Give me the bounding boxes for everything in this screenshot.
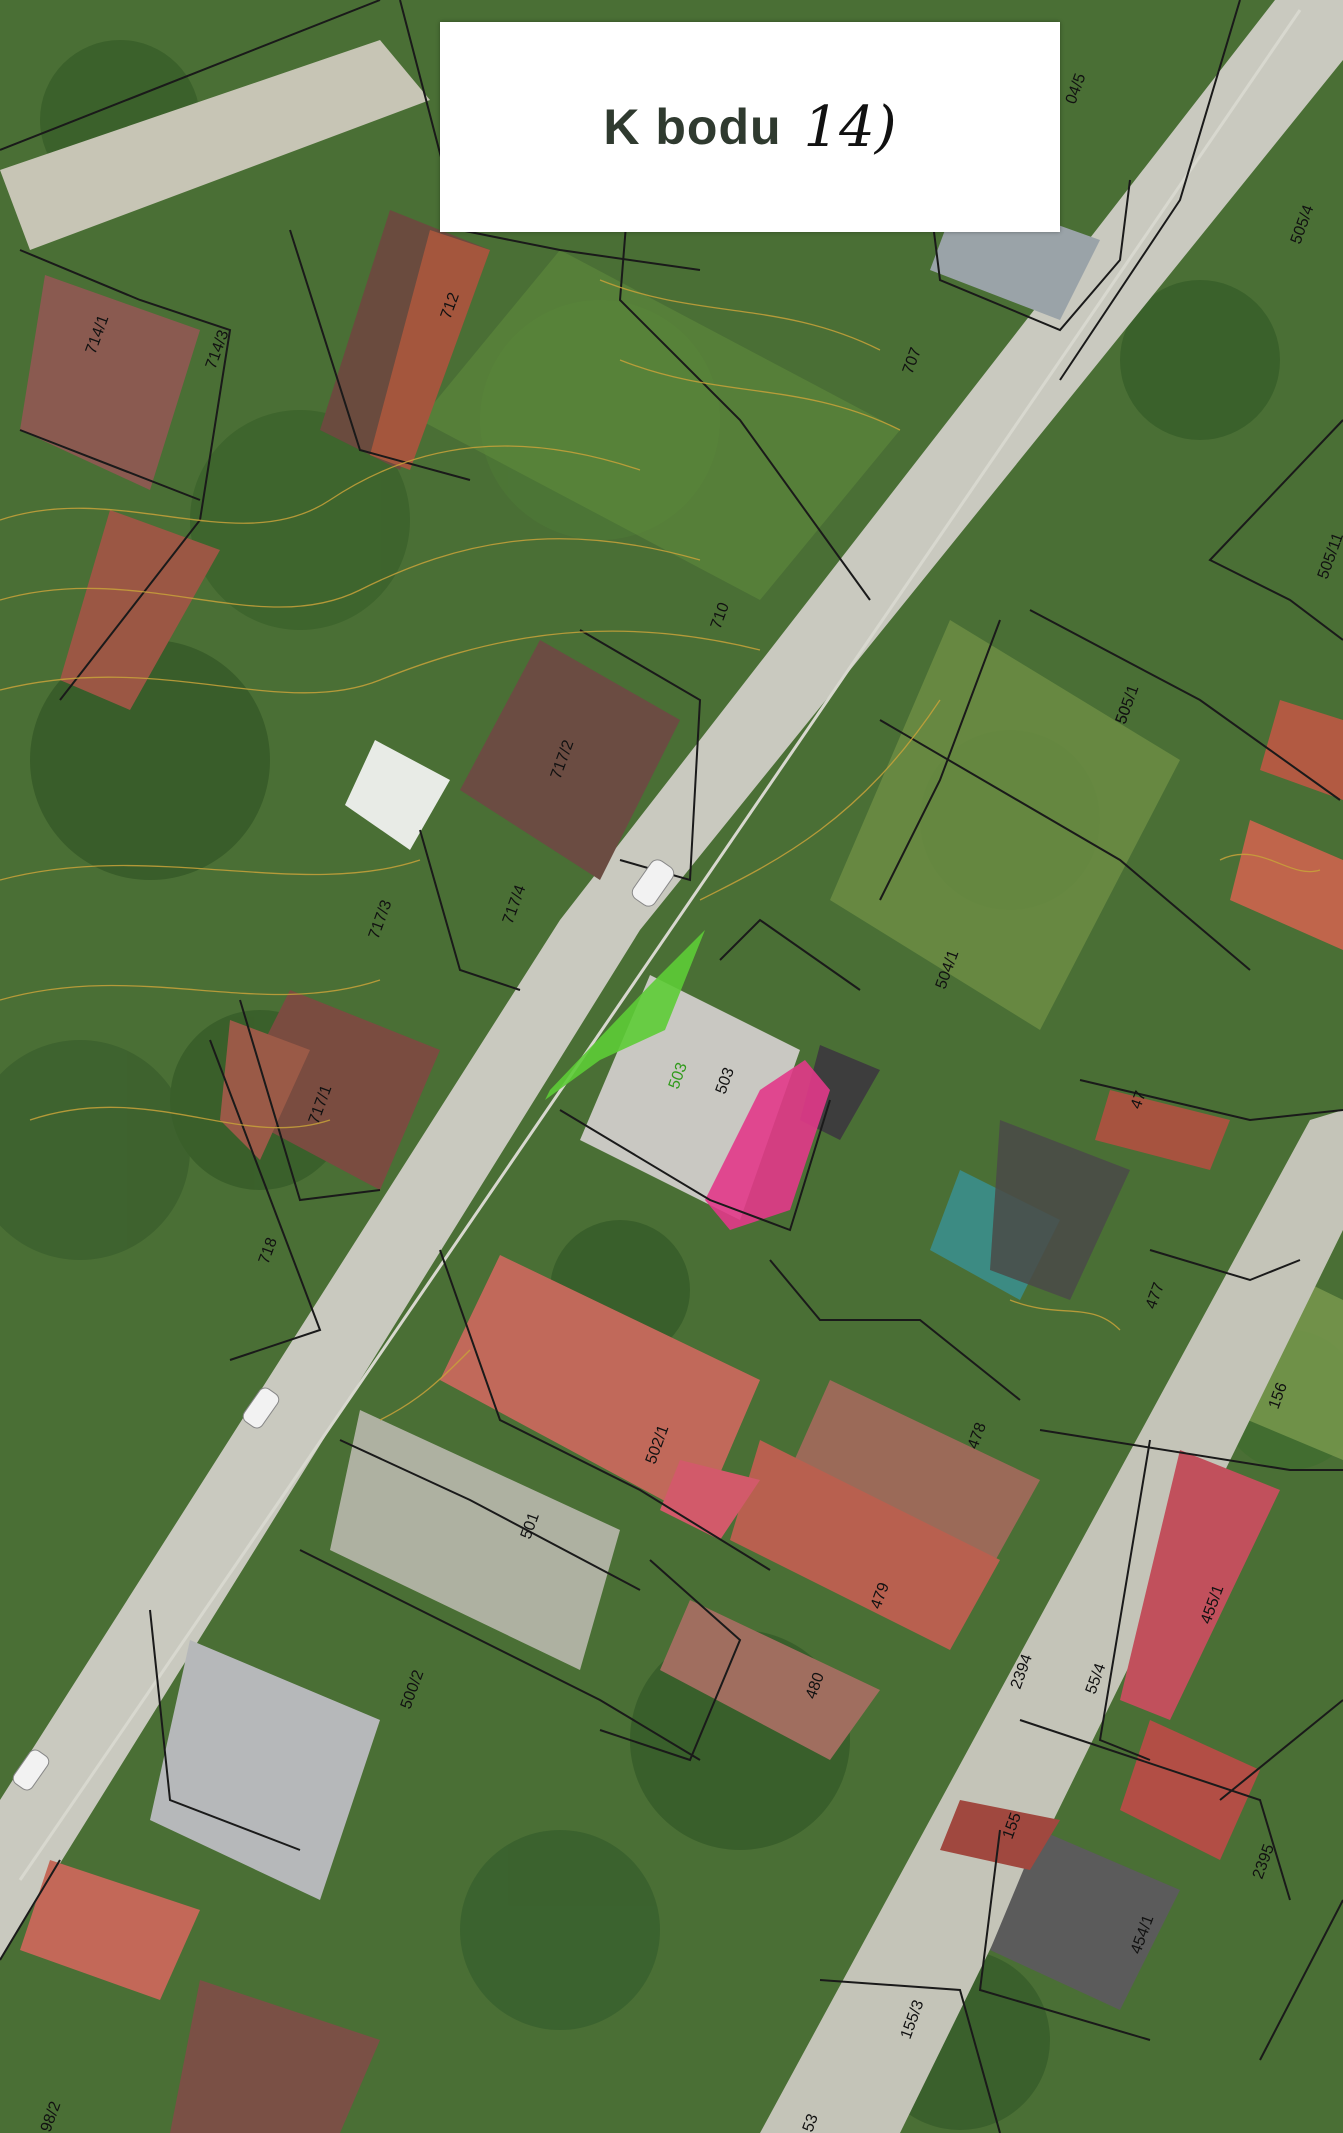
roof-47 xyxy=(1095,1090,1230,1170)
roof-left-row xyxy=(60,510,220,710)
yard-501 xyxy=(330,1410,620,1670)
highlight-green-503 xyxy=(545,930,705,1100)
contour-lines xyxy=(0,279,1321,1421)
roof-grey-478 xyxy=(990,1120,1130,1300)
field-area xyxy=(420,250,900,600)
roof-502-1 xyxy=(440,1255,760,1520)
roof-bottom-left xyxy=(20,1860,200,2000)
shed-white xyxy=(345,740,450,850)
roof-bottom-left-2 xyxy=(170,1980,380,2133)
field-area xyxy=(830,620,1180,1030)
roof-714-1 xyxy=(20,275,200,490)
roof-712b xyxy=(370,230,490,470)
cars xyxy=(12,859,675,1791)
roof-479 xyxy=(730,1440,1000,1650)
map-title-card: K bodu 14) xyxy=(440,22,1060,232)
map-title: K bodu xyxy=(603,99,782,155)
parcel-label: 50 xyxy=(1113,704,1135,727)
parcel-label: 47 xyxy=(1128,1089,1150,1112)
lane-top-left xyxy=(0,40,430,250)
roof-454-1 xyxy=(990,1830,1180,2010)
roof-lower-right xyxy=(1120,1720,1260,1860)
roof-480 xyxy=(660,1600,880,1760)
roof-right-1 xyxy=(1260,700,1343,800)
roof-500-2 xyxy=(150,1640,380,1900)
roof-pink-left xyxy=(660,1460,760,1540)
roof-right-2 xyxy=(1230,820,1343,950)
road-center-line xyxy=(18,9,1302,1881)
roof-478 xyxy=(790,1380,1040,1570)
roof-455-1 xyxy=(1120,1450,1280,1720)
parcel-label: 53 xyxy=(800,2112,822,2133)
side-road xyxy=(760,1110,1343,2133)
map-title-handwritten-number: 14) xyxy=(803,94,897,160)
highlight-pink-503 xyxy=(705,1060,830,1230)
roof-717-2 xyxy=(460,640,680,880)
main-road xyxy=(0,0,1343,1960)
